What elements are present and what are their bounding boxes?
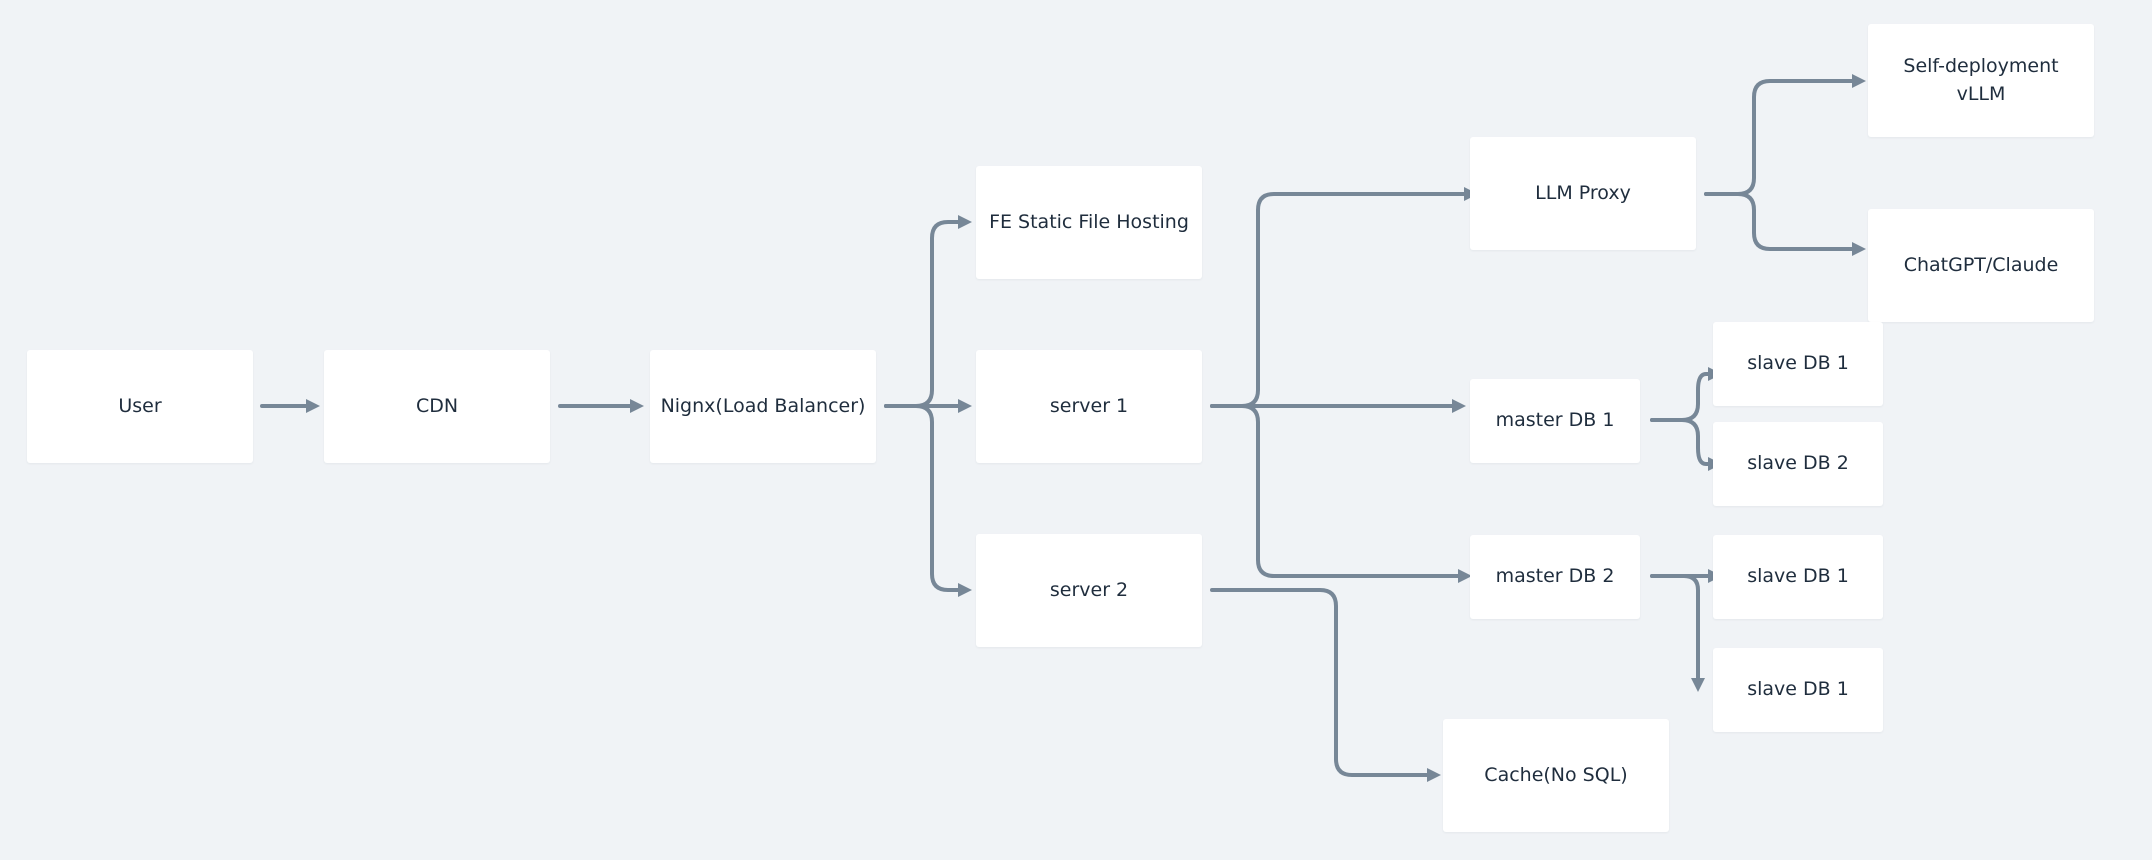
node-llm-proxy[interactable]: LLM Proxy — [1470, 137, 1696, 250]
node-master2-slave-db-a[interactable]: slave DB 1 — [1713, 535, 1883, 619]
node-user[interactable]: User — [27, 350, 253, 463]
node-cache-nosql[interactable]: Cache(No SQL) — [1443, 719, 1669, 832]
node-master1-slave-db-2[interactable]: slave DB 2 — [1713, 422, 1883, 506]
node-server-1[interactable]: server 1 — [976, 350, 1202, 463]
node-master2-slave-db-a-label: slave DB 1 — [1747, 565, 1849, 588]
edge-server-1-to-master-db-1-arrowhead — [1452, 399, 1466, 413]
node-master1-slave-db-1[interactable]: slave DB 1 — [1713, 322, 1883, 406]
node-cdn[interactable]: CDN — [324, 350, 550, 463]
edge-cdn-to-load-balancer-arrowhead — [630, 399, 644, 413]
edge-master-1-to-slave-1 — [1650, 372, 1712, 422]
node-fe-static-hosting-label: FE Static File Hosting — [989, 210, 1189, 233]
node-chatgpt-claude-label: ChatGPT/Claude — [1903, 253, 2059, 276]
edge-master-1-to-slave-2 — [1650, 418, 1712, 466]
node-fe-static-hosting[interactable]: FE Static File Hosting — [976, 166, 1202, 279]
edge-lb-to-server-2-arrowhead — [958, 583, 972, 597]
node-load-balancer-label: Nignx(Load Balancer) — [660, 394, 866, 417]
edge-llm-proxy-to-self-vllm-arrowhead — [1852, 74, 1866, 88]
node-master-db-1[interactable]: master DB 1 — [1470, 379, 1640, 463]
node-chatgpt-claude[interactable]: ChatGPT/Claude — [1868, 209, 2094, 322]
node-master2-slave-db-b[interactable]: slave DB 1 — [1713, 648, 1883, 732]
edge-server-1-to-llm-proxy — [1210, 192, 1468, 408]
edge-master-2-to-slave-b-arrowhead — [1691, 678, 1705, 692]
edge-server-2-to-cache-arrowhead — [1427, 768, 1441, 782]
edge-server-1-to-master-db-2 — [1210, 404, 1462, 578]
edge-lb-to-fe-static — [884, 220, 962, 408]
node-master1-slave-db-1-label: slave DB 1 — [1747, 352, 1849, 375]
edge-llm-proxy-to-chatgpt-claude-arrowhead — [1852, 242, 1866, 256]
node-master-db-2[interactable]: master DB 2 — [1470, 535, 1640, 619]
edge-lb-to-server-1-arrowhead — [958, 399, 972, 413]
edge-user-to-cdn-arrowhead — [306, 399, 320, 413]
node-master2-slave-db-b-label: slave DB 1 — [1747, 678, 1849, 701]
node-user-label: User — [118, 394, 162, 417]
node-master-db-2-label: master DB 2 — [1495, 565, 1615, 588]
node-cdn-label: CDN — [415, 394, 459, 417]
edge-master-2-to-slave-b — [1650, 574, 1700, 682]
node-master1-slave-db-2-label: slave DB 2 — [1747, 452, 1849, 475]
node-cache-nosql-label: Cache(No SQL) — [1484, 763, 1628, 786]
node-llm-proxy-label: LLM Proxy — [1535, 181, 1631, 204]
edge-llm-proxy-to-self-vllm — [1704, 79, 1856, 196]
edge-server-2-to-cache — [1210, 588, 1431, 777]
node-load-balancer[interactable]: Nignx(Load Balancer) — [650, 350, 876, 463]
node-server-2-label: server 2 — [1049, 578, 1129, 601]
edge-server-1-to-master-db-2-arrowhead — [1458, 569, 1472, 583]
edge-lb-to-fe-static-arrowhead — [958, 215, 972, 229]
node-server-2[interactable]: server 2 — [976, 534, 1202, 647]
node-self-deployment-vllm[interactable]: Self-deployment vLLM — [1868, 24, 2094, 137]
node-self-deployment-vllm-label: Self-deployment vLLM — [1903, 54, 2059, 105]
edge-lb-to-server-2 — [884, 404, 962, 592]
node-server-1-label: server 1 — [1049, 394, 1129, 417]
edge-llm-proxy-to-chatgpt-claude — [1704, 192, 1856, 251]
node-master-db-1-label: master DB 1 — [1495, 409, 1615, 432]
